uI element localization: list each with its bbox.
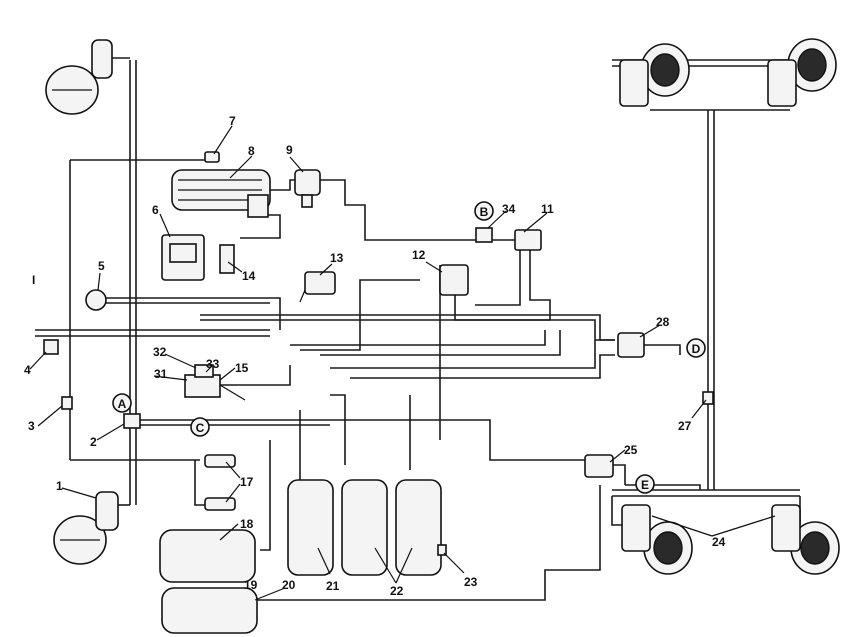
component-7-fitting xyxy=(204,151,220,163)
tank-21 xyxy=(287,479,334,576)
callout-11: 11 xyxy=(541,202,554,216)
component-5-gauge xyxy=(85,289,107,311)
marker-E: E xyxy=(635,474,655,494)
leader-lines xyxy=(29,125,776,601)
callout-19: 19 xyxy=(244,578,258,592)
callout-7: 7 xyxy=(229,114,236,128)
callout-17: 17 xyxy=(240,475,254,489)
callout-27: 27 xyxy=(678,419,692,433)
callout-24: 24 xyxy=(712,535,726,549)
callout-32: 32 xyxy=(153,345,167,359)
callout-21: 21 xyxy=(326,579,340,593)
component-34-valve xyxy=(475,227,493,243)
component-25-valve xyxy=(584,454,614,478)
component-4-valve xyxy=(43,339,59,355)
component-6-compressor xyxy=(161,234,205,281)
component-3-valve xyxy=(61,396,73,410)
callout-1: 1 xyxy=(56,479,63,493)
marker-B: B xyxy=(474,201,494,221)
marker-D: D xyxy=(686,338,706,358)
marker-C-label: C xyxy=(196,421,205,435)
marker-top-left: I xyxy=(32,273,35,287)
brake-rear-left xyxy=(53,491,130,565)
brake-rear-right-2 xyxy=(771,504,840,575)
callout-22: 22 xyxy=(390,584,404,598)
callout-14: 14 xyxy=(242,269,256,283)
component-12-valve xyxy=(439,264,469,296)
callout-28: 28 xyxy=(656,315,670,329)
callout-2: 2 xyxy=(90,435,97,449)
component-23-drain xyxy=(437,544,447,556)
callout-8: 8 xyxy=(248,144,255,158)
component-2-valve xyxy=(123,413,141,429)
marker-E-label: E xyxy=(641,478,649,492)
component-9-regulator xyxy=(294,169,321,208)
brake-front-right-1 xyxy=(619,43,690,107)
component-14-pump xyxy=(219,244,235,274)
callout-5: 5 xyxy=(98,259,105,273)
callout-6: 6 xyxy=(152,203,159,217)
callout-25: 25 xyxy=(624,443,638,457)
marker-B-label: B xyxy=(480,205,489,219)
component-15-valve-block xyxy=(184,364,246,401)
callout-3: 3 xyxy=(28,419,35,433)
callout-23: 23 xyxy=(464,575,478,589)
marker-D-label: D xyxy=(692,342,701,356)
marker-A: A xyxy=(112,393,132,413)
callout-15: 15 xyxy=(235,361,249,375)
tank-22b xyxy=(395,479,442,576)
callout-33: 33 xyxy=(206,357,220,371)
tank-18 xyxy=(159,529,256,583)
brake-rear-right-1 xyxy=(621,504,693,575)
callout-34: 34 xyxy=(502,202,516,216)
tank-19 xyxy=(161,587,258,634)
callout-31: 31 xyxy=(154,367,168,381)
component-28-valve xyxy=(617,332,645,358)
callout-20: 20 xyxy=(282,578,296,592)
marker-A-label: A xyxy=(118,397,127,411)
component-27-fitting xyxy=(702,391,714,405)
marker-C: C xyxy=(190,417,210,437)
brake-front-right-2 xyxy=(767,38,837,107)
tank-22a xyxy=(341,479,388,576)
callout-18: 18 xyxy=(240,517,254,531)
pipelines xyxy=(35,59,801,601)
brake-front-left xyxy=(45,39,130,115)
component-11-valve xyxy=(514,229,542,251)
callout-9: 9 xyxy=(286,143,293,157)
callout-13: 13 xyxy=(330,251,344,265)
callout-4: 4 xyxy=(24,363,31,377)
component-8-coil xyxy=(171,169,271,218)
callout-numbers: I 1 2 3 4 5 6 7 8 9 11 12 13 14 15 17 18… xyxy=(24,114,726,598)
component-17-fitting xyxy=(204,454,236,511)
component-13-crane xyxy=(299,271,336,303)
callout-12: 12 xyxy=(412,248,426,262)
